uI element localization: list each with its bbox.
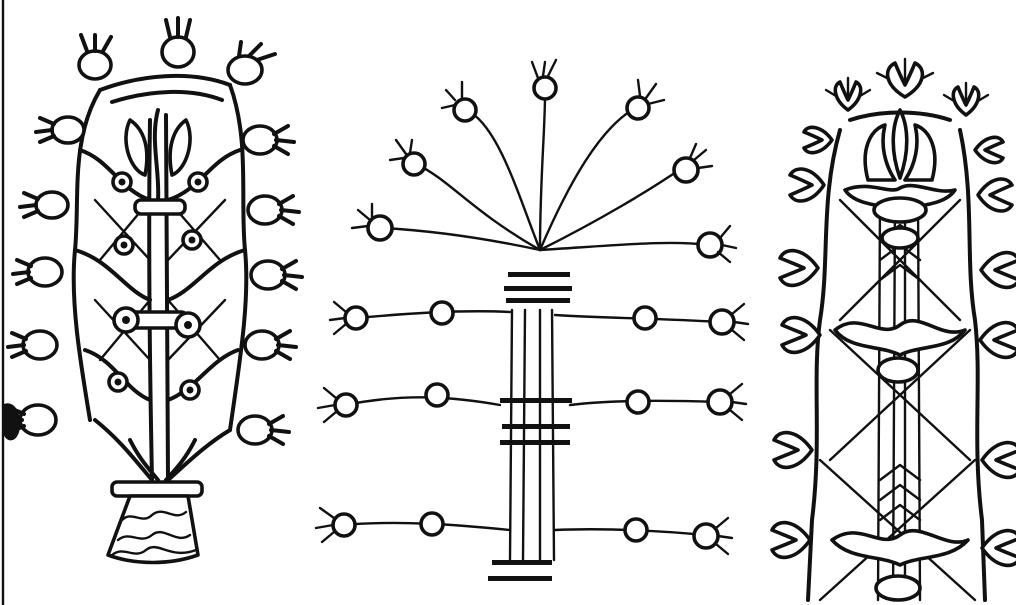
left-tree-drawing bbox=[1, 0, 304, 605]
right-tree-drawing bbox=[770, 57, 1016, 602]
middle-tree-drawing bbox=[314, 58, 750, 581]
